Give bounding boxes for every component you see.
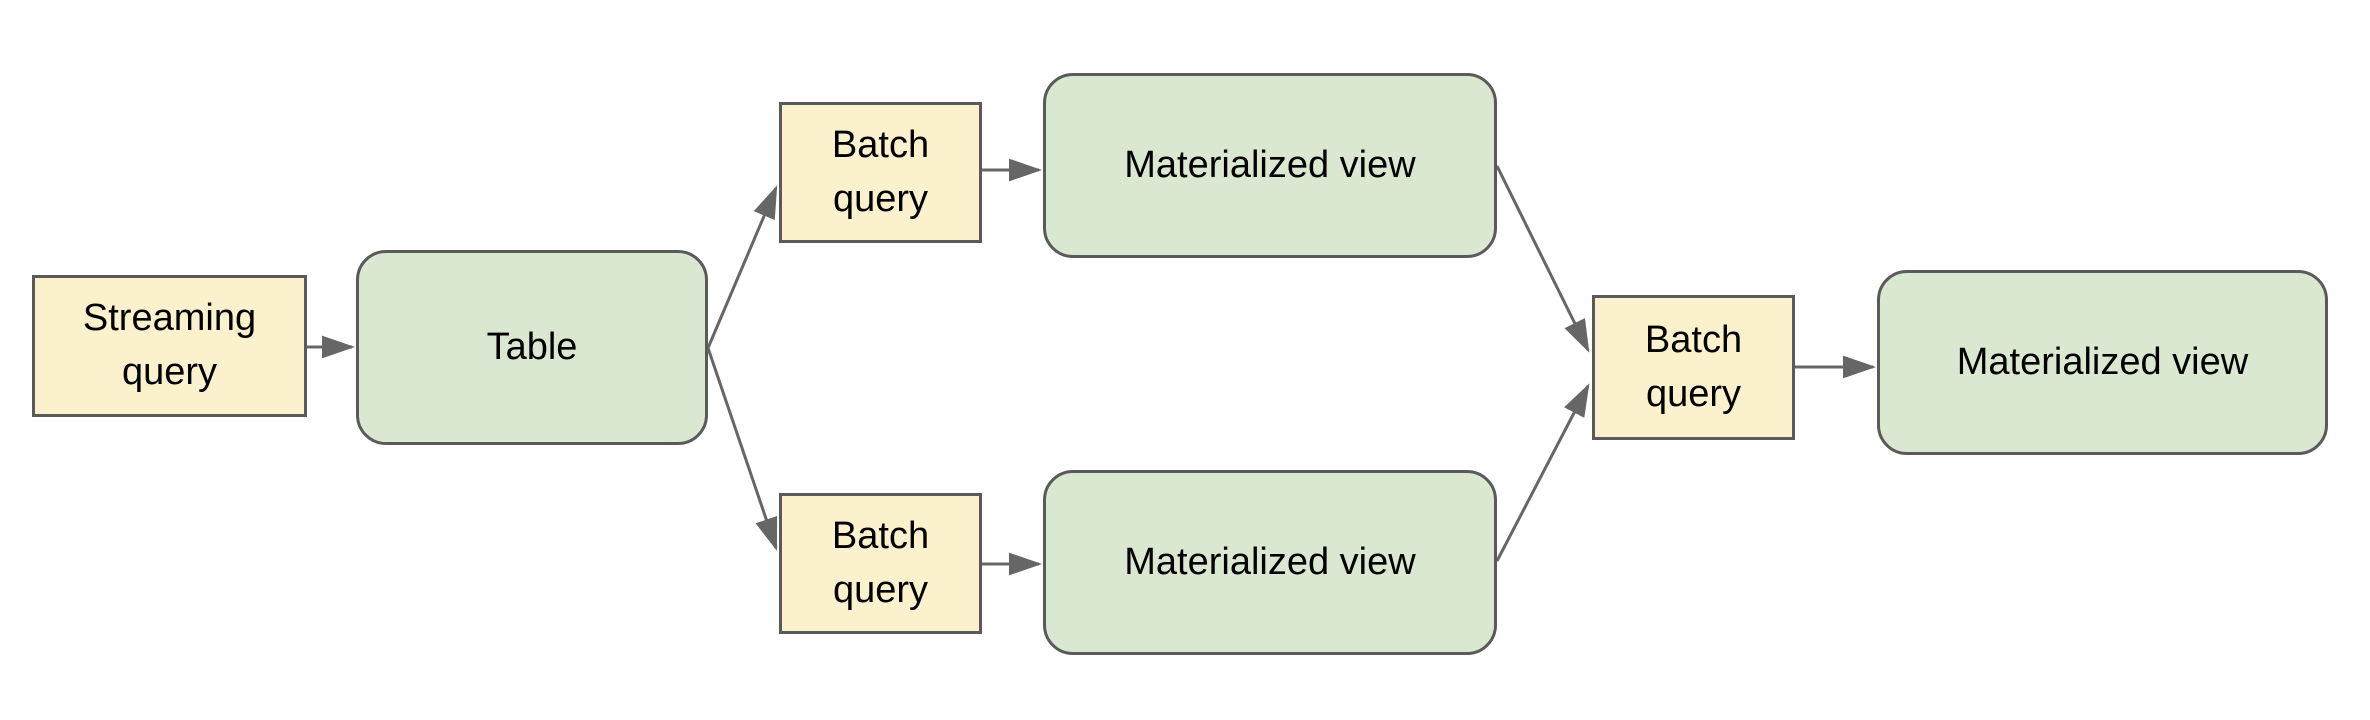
connector-table-to-batch-query-bottom (706, 347, 778, 551)
node-label: Materialized view (1124, 540, 1416, 583)
node-label: Materialized view (1124, 143, 1416, 186)
node-materialized-view-top: Materialized view (1043, 73, 1497, 258)
node-batch-query-top: Batch query (779, 102, 982, 243)
node-materialized-view-bottom: Materialized view (1043, 470, 1497, 655)
connector-materialized-view-bottom-to-batch-query-right (1495, 383, 1590, 562)
node-label: Batch query (1644, 318, 1743, 415)
connector-materialized-view-top-to-batch-query-right (1495, 165, 1590, 353)
node-label: Materialized view (1956, 340, 2249, 383)
node-streaming-query: Streaming query (32, 275, 307, 417)
node-label: Batch query (831, 123, 930, 220)
node-batch-query-bottom: Batch query (779, 493, 982, 634)
node-batch-query-right: Batch query (1592, 295, 1795, 440)
node-table: Table (356, 250, 708, 445)
node-label: Table (486, 325, 578, 368)
node-materialized-view-right: Materialized view (1877, 270, 2328, 455)
node-label: Streaming query (82, 297, 257, 393)
connector-table-to-batch-query-top (706, 185, 778, 349)
node-label: Batch query (831, 514, 930, 611)
